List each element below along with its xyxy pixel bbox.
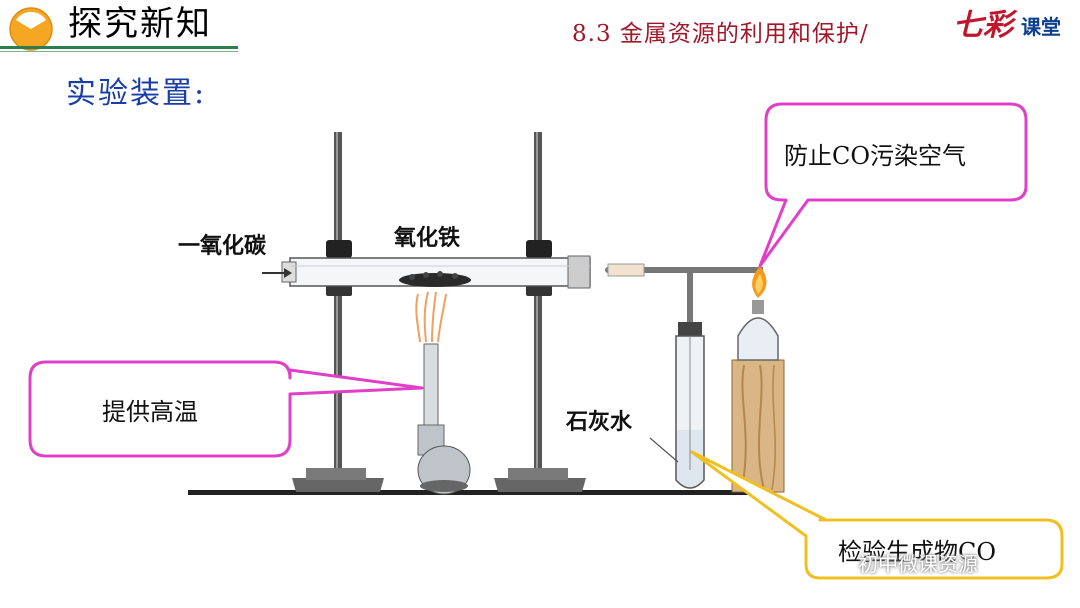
wooden-block bbox=[731, 359, 785, 493]
callout-test-product-shape bbox=[690, 450, 1064, 580]
left-iron-stand bbox=[292, 132, 384, 492]
subheading: 实验装置: bbox=[66, 76, 207, 111]
limewater-pointer bbox=[649, 437, 679, 463]
test-tube bbox=[675, 322, 705, 489]
title-underline bbox=[0, 46, 238, 49]
brand-logo: 七彩 课堂 bbox=[953, 6, 1075, 46]
chart-pie-icon bbox=[9, 7, 53, 51]
lamp-flame bbox=[752, 266, 767, 298]
callout-prevent-pollution-shape bbox=[758, 102, 1028, 268]
table-surface bbox=[188, 490, 756, 495]
alcohol-burner bbox=[417, 343, 471, 495]
header: 探究新知 8.3 金属资源的利用和保护/ 七彩 课堂 bbox=[0, 0, 1080, 60]
section-title: 探究新知 bbox=[68, 4, 212, 44]
rubber-connector bbox=[607, 263, 645, 277]
brand-main-text: 七彩 bbox=[953, 8, 1013, 43]
brand-sub-text: 课堂 bbox=[1021, 15, 1061, 39]
callout-provide-heat: 提供高温 bbox=[102, 398, 198, 426]
iron-oxide-powder bbox=[399, 271, 471, 287]
gas-inlet-arrow bbox=[262, 268, 292, 278]
label-limewater: 石灰水 bbox=[566, 410, 633, 435]
label-carbon-monoxide: 一氧化碳 bbox=[178, 234, 267, 259]
label-iron-oxide: 氧化铁 bbox=[394, 226, 461, 251]
right-iron-stand bbox=[494, 132, 586, 492]
callout-prevent-pollution: 防止CO污染空气 bbox=[784, 142, 967, 170]
callout-provide-heat-shape bbox=[28, 360, 424, 458]
callout-test-product: 检验生成物CO bbox=[838, 538, 997, 566]
lesson-breadcrumb: 8.3 金属资源的利用和保护/ bbox=[572, 21, 869, 47]
title-underline-thin bbox=[0, 51, 238, 52]
watermark: 初中微课资源 bbox=[858, 552, 978, 576]
alcohol-lamp bbox=[737, 300, 779, 361]
heating-flame bbox=[415, 291, 447, 343]
